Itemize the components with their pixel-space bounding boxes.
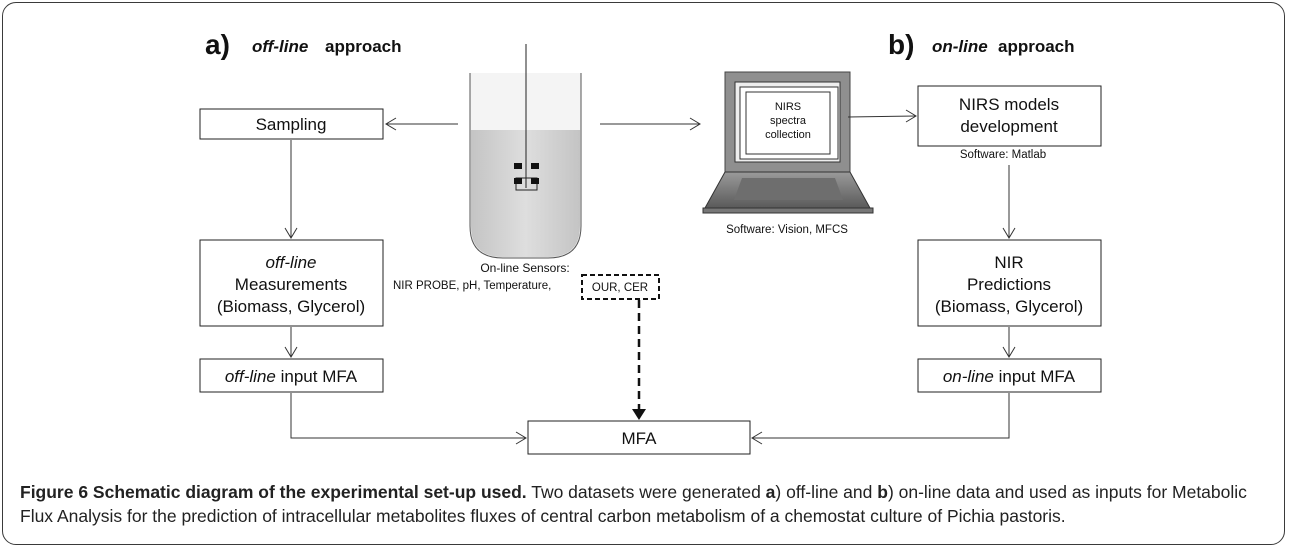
arrow-offline-input-to-mfa (290, 393, 526, 439)
arrowhead-mfa-left (515, 431, 527, 445)
heading-b-letter: b) (888, 29, 914, 60)
offline-measurements-line1: off-line (265, 253, 316, 272)
laptop-screen-line2: spectra (770, 115, 807, 127)
offline-measurements-line2: Measurements (235, 275, 347, 294)
nir-predictions-line2: Predictions (967, 275, 1051, 294)
dashed-arrowhead-mfa (632, 409, 646, 420)
nirs-models-line1: NIRS models (959, 95, 1059, 114)
nirs-models-box (917, 85, 1102, 147)
sensors-title: On-line Sensors: (480, 261, 569, 275)
nirs-models-line2: development (960, 117, 1058, 136)
nir-predictions-box (917, 239, 1102, 327)
sensors-list: NIR PROBE, pH, Temperature, (393, 280, 551, 292)
arrowhead-measurements (284, 227, 298, 239)
arrowhead-offline-input (284, 346, 298, 358)
arrowhead-laptop (689, 117, 701, 131)
online-input-label: on-line input MFA (943, 367, 1076, 386)
heading-a-letter: a) (205, 29, 230, 60)
sampling-label: Sampling (256, 115, 327, 134)
schematic-diagram: a) off-line approach b) on-line approach… (199, 29, 1102, 455)
laptop-screen-line3: collection (765, 129, 811, 141)
sampling-box (199, 108, 384, 140)
arrowhead-predictions (1002, 227, 1016, 239)
laptop-icon (702, 71, 874, 214)
bioreactor-icon (469, 44, 582, 259)
laptop-software: Software: Vision, MFCS (726, 224, 848, 236)
mfa-label: MFA (622, 429, 658, 448)
sensors-our-cer: OUR, CER (592, 282, 648, 294)
arrowhead-online-input (1002, 346, 1016, 358)
nir-predictions-line3: (Biomass, Glycerol) (935, 297, 1083, 316)
caption-text-1: Two datasets were generated (526, 482, 766, 502)
arrowhead-models (905, 109, 917, 123)
offline-input-label: off-line input MFA (225, 367, 358, 386)
caption-text-3: ) on-line data and used as inputs for Me… (20, 482, 1247, 526)
mfa-box (527, 420, 751, 455)
nir-predictions-line1: NIR (994, 253, 1023, 272)
heading-a-approach: approach (325, 37, 402, 56)
offline-measurements-line3: (Biomass, Glycerol) (217, 297, 365, 316)
arrowhead-sampling (385, 117, 397, 131)
caption-title: Figure 6 Schematic diagram of the experi… (20, 482, 527, 502)
arrow-online-input-to-mfa (752, 393, 1010, 439)
arrowhead-mfa-right (751, 431, 763, 445)
nirs-models-software: Software: Matlab (960, 149, 1046, 161)
heading-b-approach: approach (998, 37, 1075, 56)
sensors-our-cer-box (581, 274, 660, 300)
heading-b-online: on-line (932, 37, 988, 56)
laptop-screen-line1: NIRS (775, 101, 801, 113)
offline-measurements-box (199, 239, 384, 327)
arrow-laptop-to-models (847, 115, 917, 118)
offline-input-box (199, 358, 384, 393)
figure-caption: Figure 6 Schematic diagram of the experi… (20, 480, 1270, 528)
caption-a: a (765, 482, 776, 502)
caption-text-2: ) off-line and (775, 482, 878, 502)
caption-b: b (877, 482, 888, 502)
online-input-box (917, 358, 1102, 393)
heading-a-offline: off-line (252, 37, 308, 56)
arrows (284, 109, 1016, 445)
